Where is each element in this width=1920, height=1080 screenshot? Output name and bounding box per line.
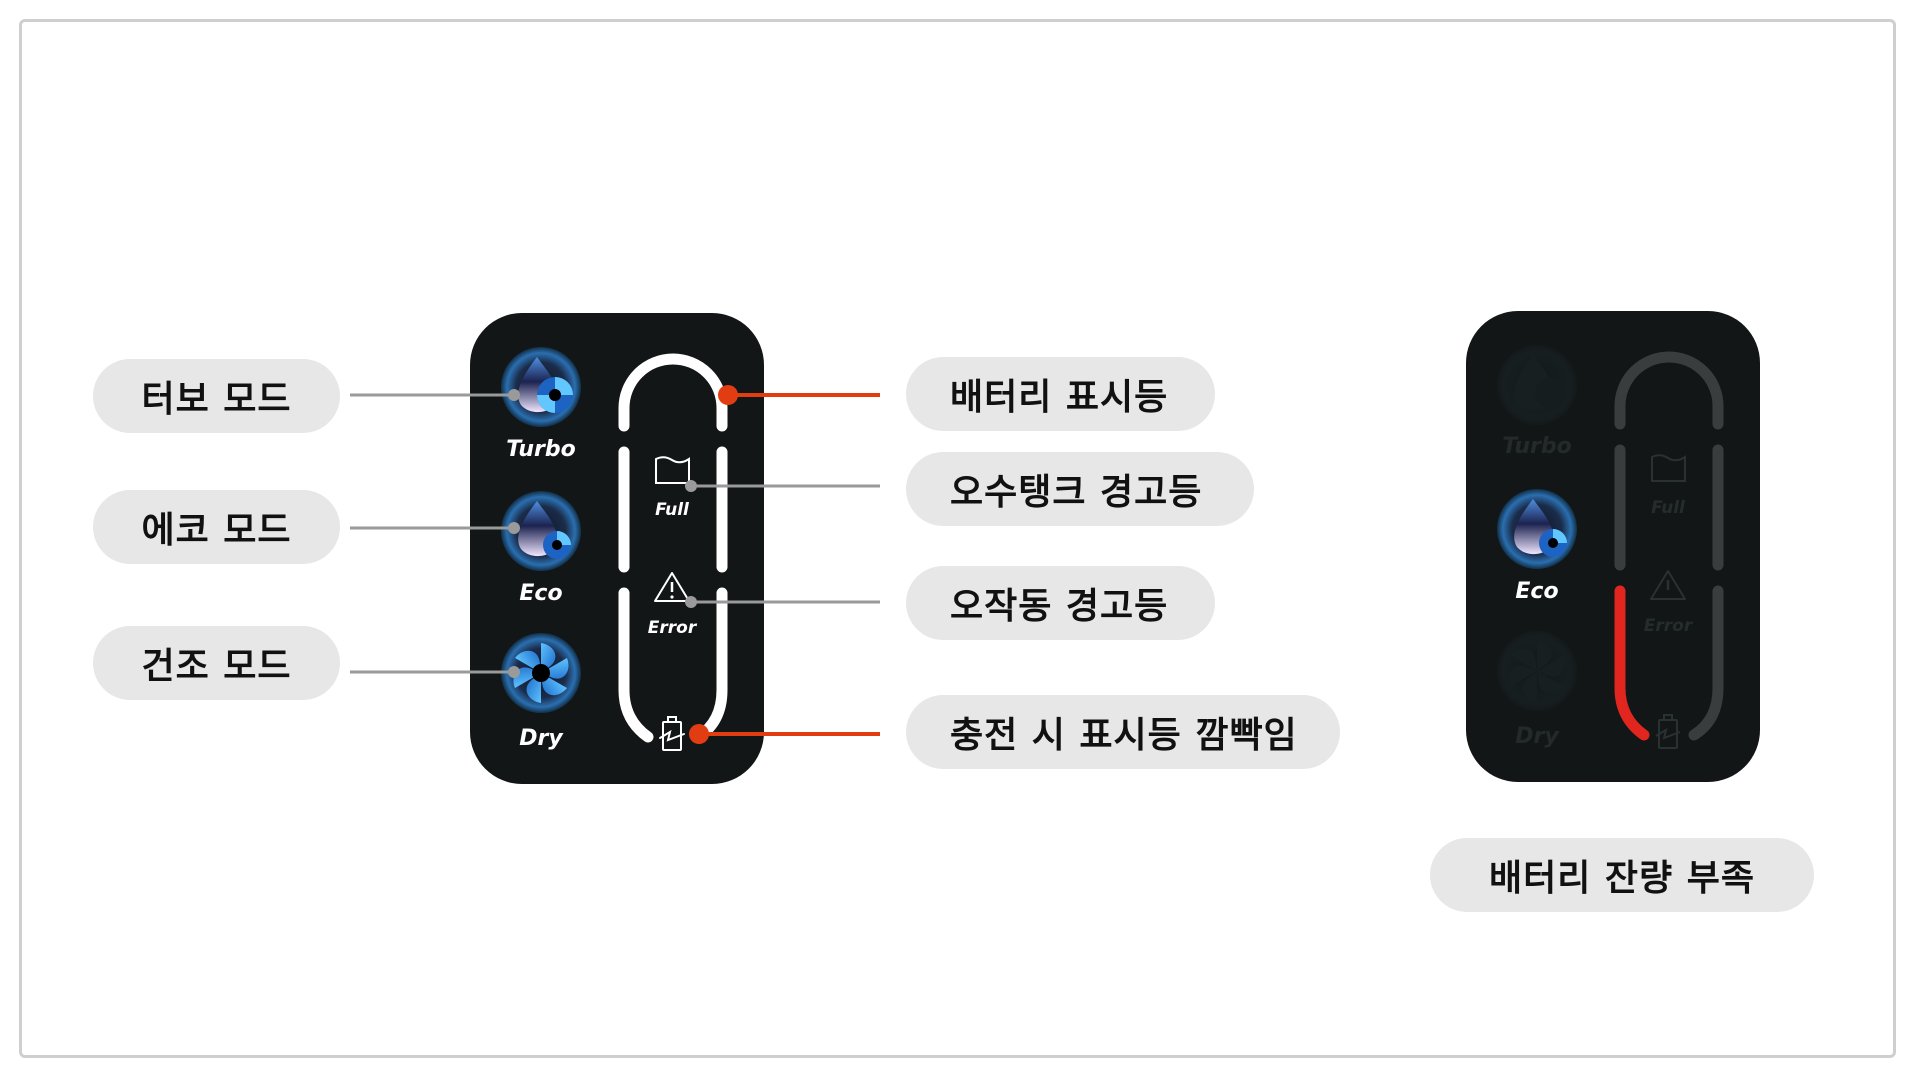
- water-tank-icon-dim: [1651, 454, 1686, 482]
- battery-segment-right-low: [1688, 585, 1724, 741]
- leader-dot: [685, 596, 697, 608]
- eco-mode-button[interactable]: [501, 491, 581, 571]
- error-indicator-label: Error: [648, 618, 698, 638]
- callout-label: 오작동 경고등: [950, 586, 1169, 627]
- callout-wastewater-tank-warning: 오수탱크 경고등: [906, 452, 1254, 526]
- fan-swirl: [543, 531, 571, 559]
- leader-dot: [508, 522, 520, 534]
- dry-mode-button-dim[interactable]: [1497, 631, 1577, 711]
- callout-eco-mode: 에코 모드: [93, 490, 340, 564]
- callout-error-warning: 오작동 경고등: [906, 566, 1215, 640]
- callout-label: 배터리 표시등: [950, 377, 1169, 418]
- callout-turbo-mode: 터보 모드: [93, 359, 340, 433]
- leader-dot: [718, 385, 738, 405]
- control-panel-reference: Turbo Eco Dry: [470, 313, 764, 784]
- battery-segment-left-low-red: [1614, 585, 1650, 741]
- leader-dot: [685, 480, 697, 492]
- leader-dot: [508, 666, 520, 678]
- battery-charging-icon: [659, 716, 685, 751]
- battery-segment-top: [1614, 351, 1724, 430]
- battery-segment-top: [618, 353, 728, 432]
- callout-battery-indicator: 배터리 표시등: [906, 357, 1215, 431]
- turbo-mode-button[interactable]: [501, 347, 581, 427]
- callout-label: 오수탱크 경고등: [950, 472, 1203, 513]
- leader-dot: [689, 724, 709, 744]
- fan-swirl: [537, 377, 573, 413]
- eco-mode-button-active[interactable]: [1497, 489, 1577, 569]
- full-indicator-label-dim: Full: [1651, 498, 1686, 518]
- battery-segment-left-low: [618, 587, 654, 743]
- full-indicator-label: Full: [655, 500, 690, 520]
- turbo-mode-label-dim: Turbo: [1502, 434, 1572, 459]
- battery-ring-low: [1614, 351, 1724, 741]
- state-caption-low-battery: 배터리 잔량 부족: [1430, 838, 1814, 912]
- eco-mode-label-active: Eco: [1515, 579, 1558, 604]
- callout-label: 터보 모드: [141, 379, 292, 420]
- caption-label: 배터리 잔량 부족: [1489, 858, 1755, 899]
- dry-mode-button[interactable]: [501, 633, 581, 713]
- turbo-mode-label: Turbo: [506, 437, 576, 462]
- control-panel-low-battery-state: Turbo Eco Dry: [1466, 311, 1760, 782]
- eco-mode-label: Eco: [519, 581, 562, 606]
- callout-label: 건조 모드: [141, 646, 292, 687]
- leader-lines: [350, 385, 880, 744]
- warning-triangle-icon: [654, 572, 690, 602]
- fan-icon: [1509, 641, 1565, 701]
- fan-icon: [513, 643, 569, 703]
- leader-dot: [508, 389, 520, 401]
- callout-label: 에코 모드: [141, 510, 292, 551]
- turbo-mode-button-dim[interactable]: [1497, 345, 1577, 425]
- error-indicator-label-dim: Error: [1644, 616, 1694, 636]
- battery-charging-icon-dim: [1655, 714, 1681, 749]
- dry-mode-label-dim: Dry: [1515, 724, 1560, 749]
- water-tank-icon: [655, 456, 690, 484]
- callout-label: 충전 시 표시등 깜빡임: [950, 715, 1298, 756]
- callout-dry-mode: 건조 모드: [93, 626, 340, 700]
- diagram-frame: [19, 19, 1896, 1058]
- dry-mode-label: Dry: [519, 726, 564, 751]
- warning-triangle-icon-dim: [1650, 570, 1686, 600]
- callout-charging-blink: 충전 시 표시등 깜빡임: [906, 695, 1340, 769]
